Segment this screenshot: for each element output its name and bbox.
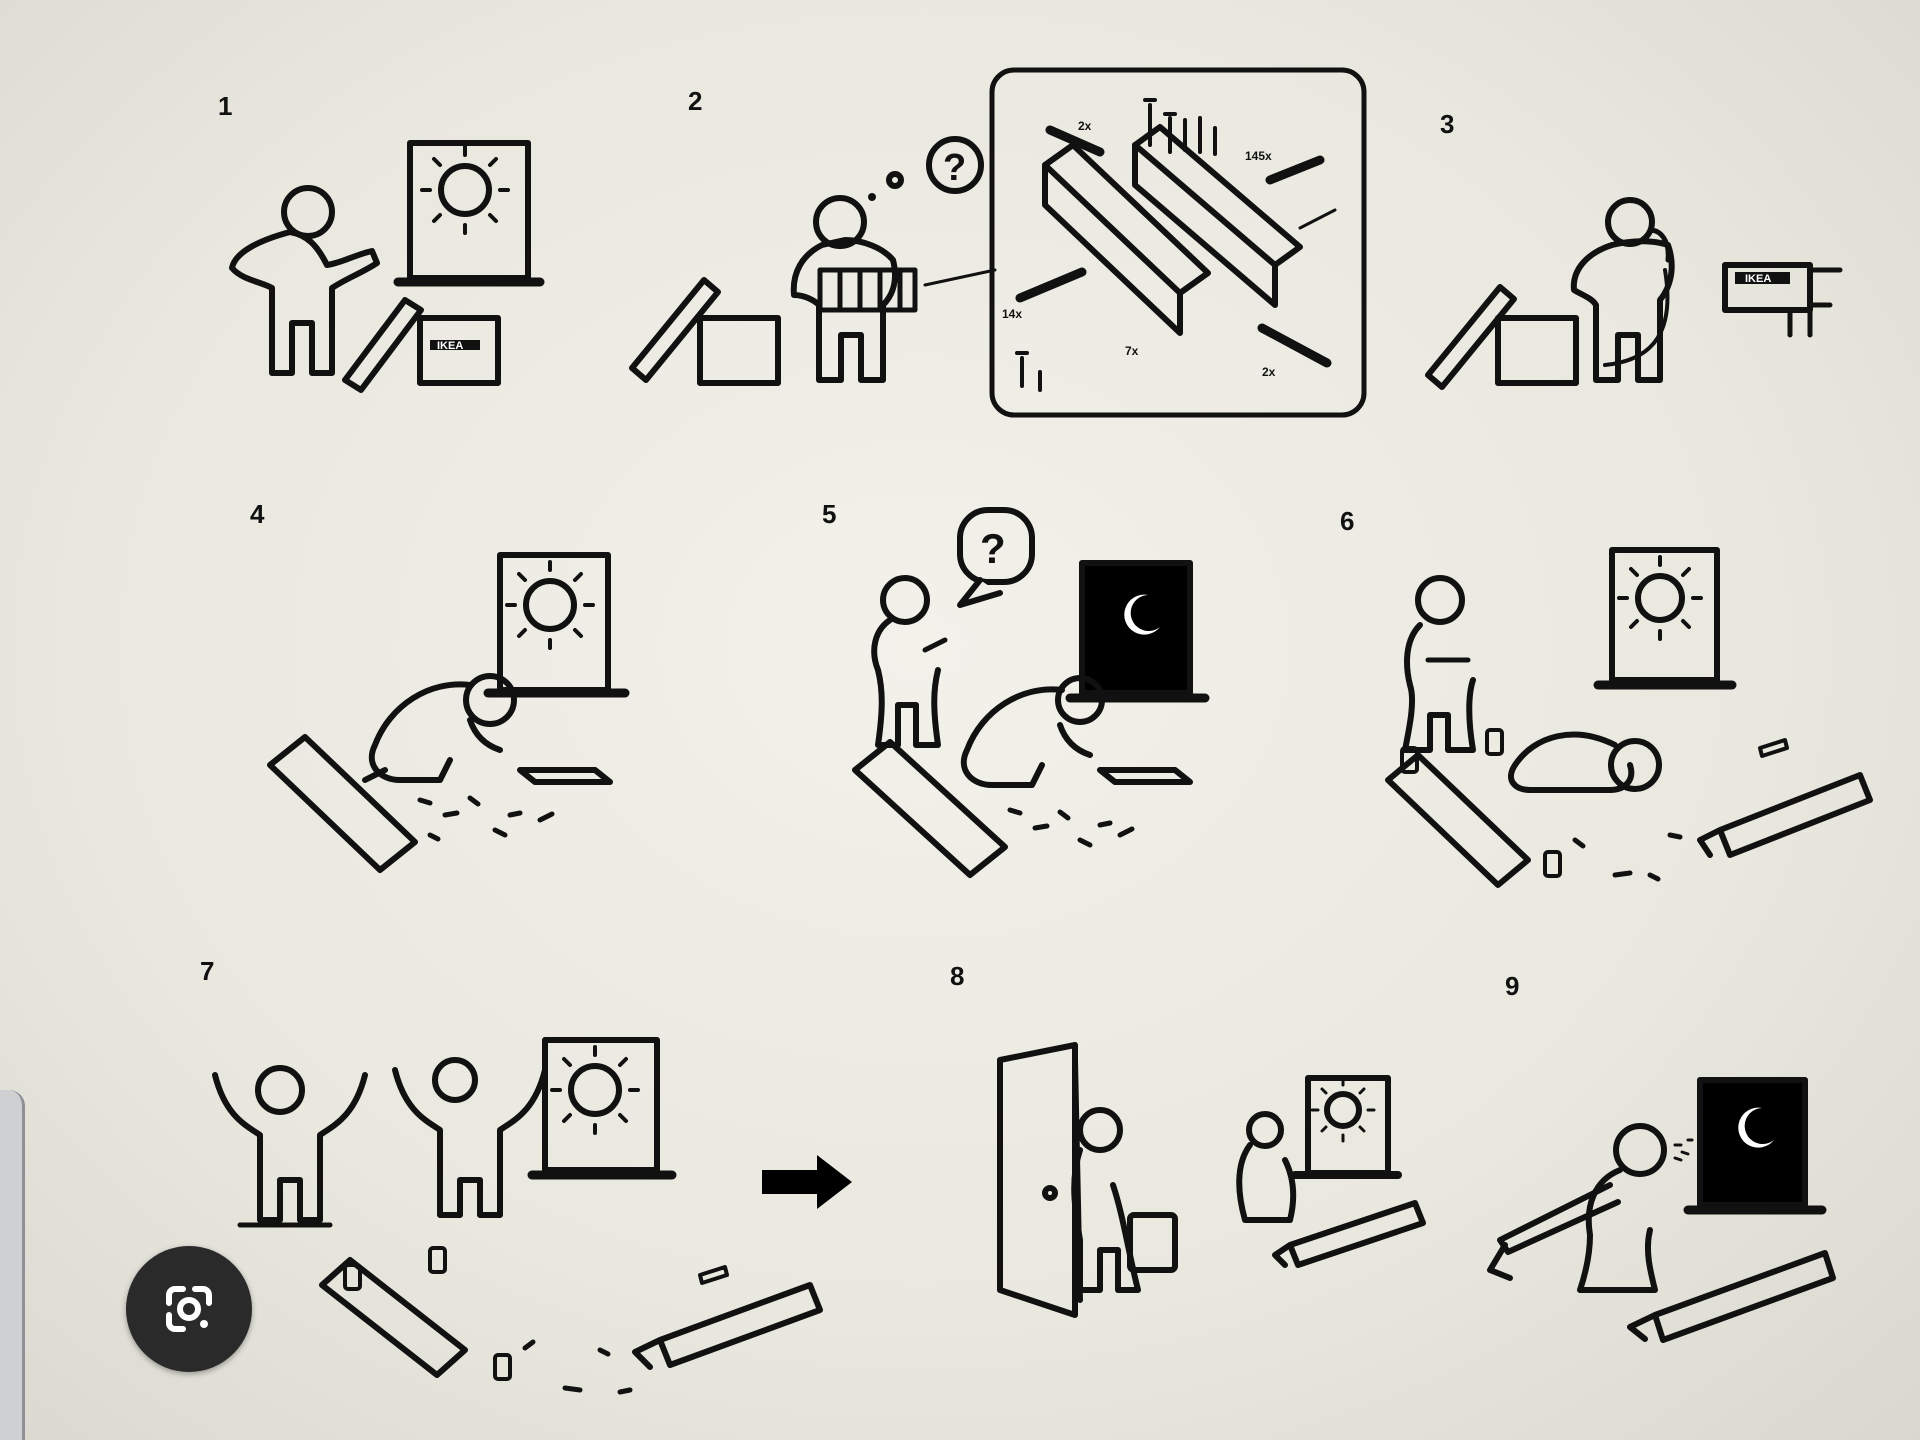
person-standing-confused bbox=[871, 575, 948, 748]
question-bubble: ? bbox=[957, 507, 1035, 608]
board bbox=[852, 739, 1008, 878]
corner-piece bbox=[1272, 1200, 1426, 1268]
step-7-number: 7 bbox=[200, 956, 214, 986]
window-day bbox=[393, 140, 545, 287]
question-mark: ? bbox=[943, 147, 966, 189]
flat-part bbox=[517, 767, 613, 785]
board bbox=[629, 277, 721, 383]
question-mark: ? bbox=[980, 525, 1006, 572]
window-day bbox=[527, 1037, 677, 1180]
step-2-number: 2 bbox=[688, 86, 702, 116]
box bbox=[1495, 315, 1579, 386]
window-day bbox=[1593, 547, 1737, 690]
step-5-panel: 5 ? bbox=[822, 499, 1210, 878]
sun-icon bbox=[550, 1045, 640, 1135]
board bbox=[319, 1257, 468, 1378]
ikea-box: IKEA bbox=[417, 315, 501, 386]
cans bbox=[1400, 728, 1562, 878]
step-5-number: 5 bbox=[822, 499, 836, 529]
window-night bbox=[1065, 560, 1210, 703]
step-3-panel: 3 IKEA bbox=[1425, 109, 1843, 390]
scattered-screws bbox=[522, 1339, 633, 1395]
qty-top-left: 2x bbox=[1078, 119, 1092, 133]
board bbox=[342, 297, 424, 393]
step-9-number: 9 bbox=[1505, 971, 1519, 1001]
phone-label: IKEA bbox=[1745, 273, 1771, 285]
box bbox=[697, 315, 781, 386]
window-day bbox=[483, 552, 630, 698]
step-6-number: 6 bbox=[1340, 506, 1354, 536]
sun-icon bbox=[420, 145, 510, 235]
step-1-panel: 1 IKEA bbox=[218, 91, 545, 393]
qty-middle: 7x bbox=[1125, 344, 1139, 358]
flat-part bbox=[1097, 767, 1193, 785]
qty-top-right: 145x bbox=[1245, 149, 1272, 163]
person-cheering-left bbox=[212, 1065, 368, 1228]
window-day bbox=[1291, 1075, 1402, 1179]
scattered-screws bbox=[417, 795, 555, 842]
board bbox=[267, 734, 418, 873]
window-night bbox=[1683, 1077, 1827, 1215]
google-lens-button[interactable] bbox=[126, 1246, 252, 1372]
step-4-number: 4 bbox=[250, 499, 265, 529]
question-bubble: ? bbox=[926, 136, 984, 194]
person-lying-down bbox=[1508, 731, 1662, 793]
qty-left: 14x bbox=[1002, 307, 1022, 321]
step-4-panel: 4 bbox=[250, 499, 630, 873]
moon-icon bbox=[1124, 594, 1160, 635]
moon-icon bbox=[1738, 1107, 1774, 1148]
step-8-panel: 8 bbox=[950, 961, 1426, 1318]
arrow-right-icon bbox=[762, 1155, 852, 1209]
sun-icon bbox=[505, 560, 595, 650]
person-kneeling bbox=[362, 673, 517, 783]
person-pointing bbox=[229, 185, 380, 376]
corner-piece bbox=[1697, 772, 1873, 858]
sun-icon bbox=[1310, 1077, 1376, 1143]
step-7-panel: 7 bbox=[200, 956, 852, 1395]
scattered-screws bbox=[1572, 832, 1683, 882]
cans bbox=[343, 1246, 512, 1381]
spray-dots bbox=[1673, 1138, 1694, 1162]
ikea-phone: IKEA bbox=[1722, 262, 1843, 338]
person-leaving-with-bag bbox=[1071, 1107, 1178, 1293]
board bbox=[1425, 284, 1517, 390]
screws bbox=[1015, 98, 1217, 392]
step-6-panel: 6 bbox=[1340, 506, 1873, 888]
person-cheering-right bbox=[392, 1057, 548, 1218]
step-9-panel: 9 bbox=[1487, 971, 1836, 1343]
step-2-panel: 2 ? 2x 145x 14x bbox=[629, 67, 1367, 418]
google-lens-icon bbox=[166, 1286, 212, 1332]
person-with-shotgun bbox=[1487, 1123, 1667, 1293]
sun-icon bbox=[1617, 555, 1703, 641]
person-on-phone bbox=[1570, 197, 1675, 383]
parts-inset: 2x 145x 14x 2x 7x bbox=[989, 67, 1367, 418]
qty-bottom-right: 2x bbox=[1262, 365, 1276, 379]
step-8-number: 8 bbox=[950, 961, 964, 991]
door bbox=[997, 1042, 1083, 1318]
step-1-number: 1 bbox=[218, 91, 232, 121]
box-label: IKEA bbox=[437, 340, 463, 352]
corner-piece bbox=[1627, 1250, 1836, 1343]
person-standing-arms-crossed bbox=[1402, 575, 1476, 753]
scattered-screws bbox=[1007, 807, 1135, 848]
device-side-edge bbox=[0, 1090, 25, 1440]
corner-piece bbox=[632, 1282, 823, 1370]
board bbox=[1385, 752, 1531, 888]
step-3-number: 3 bbox=[1440, 109, 1454, 139]
person-kneeling bbox=[960, 675, 1105, 788]
person-small bbox=[1236, 1111, 1297, 1223]
person-holding-parts bbox=[790, 195, 918, 383]
